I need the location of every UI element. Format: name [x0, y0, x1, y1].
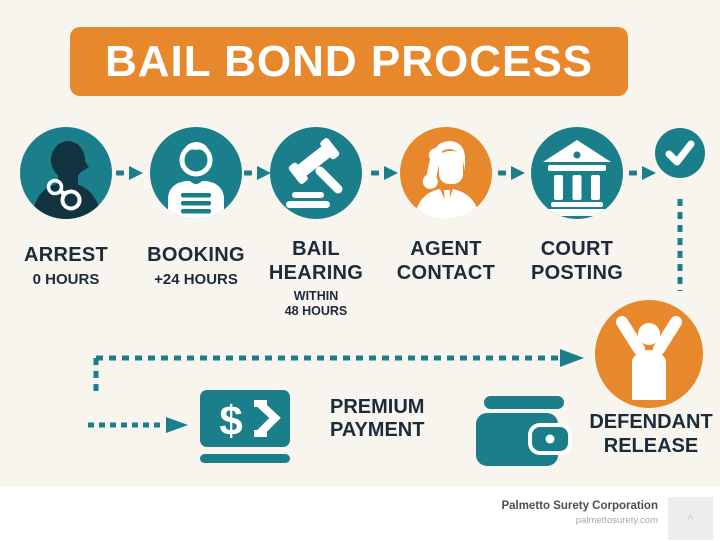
- checkmark-icon: [665, 140, 695, 166]
- flow-arrow-3: [371, 166, 398, 180]
- flow-arrow-4: [498, 166, 525, 180]
- step-label-bail-hearing: BAIL HEARING WITHIN 48 HOURS: [268, 238, 364, 318]
- step-circle-arrest: [20, 127, 112, 219]
- step-label-arrest: ARREST 0 HOURS: [23, 244, 109, 288]
- flow-arrow-2: [244, 166, 271, 180]
- gavel-icon: [286, 138, 343, 208]
- step-label-booking: BOOKING +24 HOURS: [147, 244, 245, 288]
- footer-text: Palmetto Surety Corporation palmettosure…: [501, 500, 658, 526]
- premium-payment-label: PREMIUM PAYMENT: [330, 396, 425, 441]
- courthouse-icon: [543, 140, 611, 216]
- step-circle-court-posting: [531, 127, 623, 219]
- footer-strip: [0, 487, 720, 541]
- dashed-connector-to-payment: [88, 417, 188, 433]
- mugshot-icon: [168, 142, 224, 219]
- handcuffs-icon: [32, 141, 102, 219]
- svg-text:$: $: [219, 397, 242, 444]
- wallet-icon: [476, 396, 572, 466]
- title-banner: BAIL BOND PROCESS: [70, 27, 628, 96]
- step-circle-defendant-release: [595, 300, 703, 408]
- defendant-release-label: DEFENDANT RELEASE: [589, 411, 713, 457]
- flow-arrow-1: [116, 166, 143, 180]
- flow-arrow-5: [629, 166, 656, 180]
- agent-phone-icon: [414, 141, 480, 219]
- step-circle-booking: [150, 127, 242, 219]
- step-label-agent-contact: AGENT CONTACT: [396, 238, 496, 284]
- step-label-court-posting: COURT POSTING: [530, 238, 624, 284]
- step-circle-bail-hearing: [270, 127, 362, 219]
- step-circle-agent-contact: [400, 127, 492, 219]
- footer-website: palmettosurety.com: [575, 515, 658, 526]
- page-title: BAIL BOND PROCESS: [104, 36, 594, 86]
- footer-logo-placeholder: ^: [668, 497, 713, 540]
- celebrating-person-icon: [616, 316, 682, 400]
- dashed-connector-check-down: [677, 199, 683, 291]
- step-circle-check: [655, 128, 705, 178]
- cash-icon: $: [200, 390, 290, 463]
- footer-company: Palmetto Surety Corporation: [501, 500, 658, 512]
- dashed-connector-to-release: [93, 349, 584, 392]
